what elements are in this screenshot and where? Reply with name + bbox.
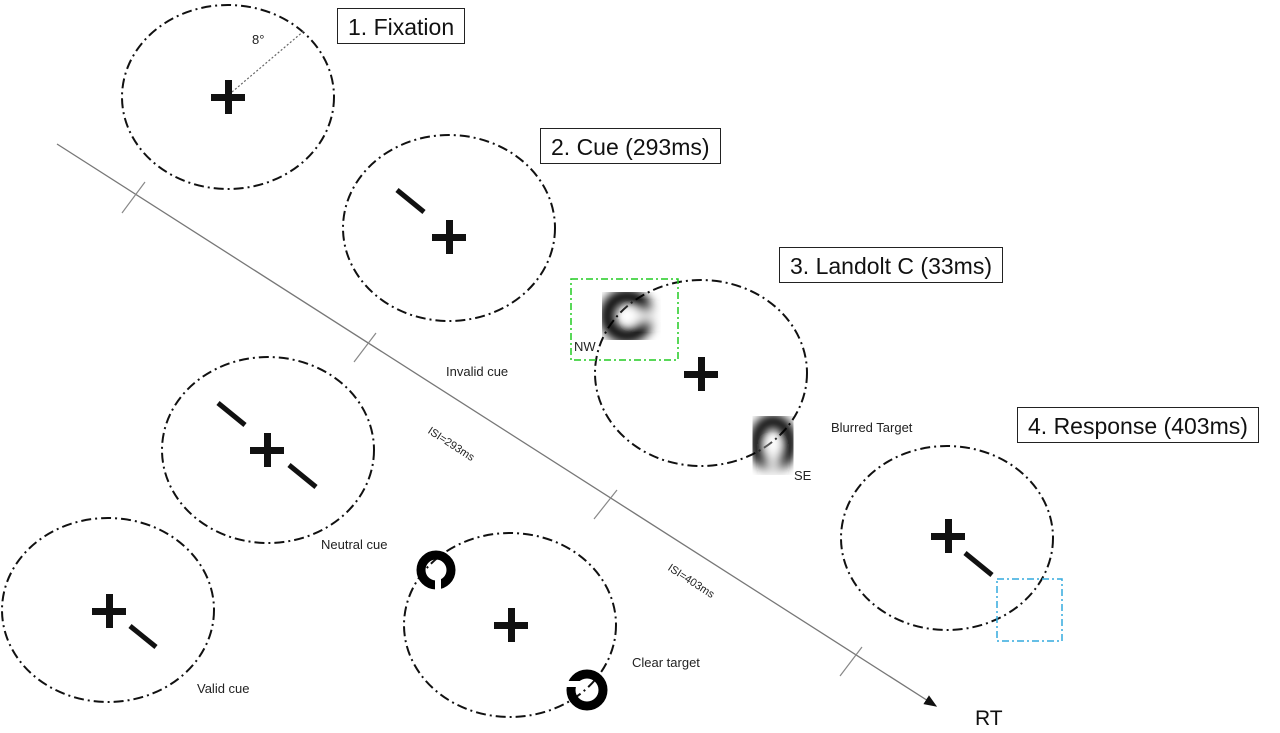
clear-landolt-c-nw-icon: [416, 550, 456, 593]
response-display: [840, 445, 1054, 631]
fixation-cross-icon: [250, 433, 284, 467]
blurred-landolt-c-se-icon: [749, 414, 797, 472]
fixation-cross-icon: [432, 220, 466, 254]
fixation-cross-icon: [931, 519, 965, 553]
invalid-cue-label: Invalid cue: [446, 364, 509, 379]
response-location-box-se: [996, 578, 1063, 642]
timeline-axis: [56, 143, 938, 707]
radius-line: [231, 29, 306, 93]
fixation-cross-icon: [211, 80, 245, 114]
fixation-display: [121, 4, 335, 190]
timeline-tick: [121, 181, 146, 214]
landolt-display: [594, 279, 808, 467]
stage-label-cue: 2. Cue (293ms): [540, 128, 721, 164]
valid-cue-bar-se: [128, 624, 158, 649]
clear-landolt-c-se-icon: [562, 669, 608, 711]
stage-label-landolt: 3. Landolt C (33ms): [779, 247, 1003, 283]
blurred-target-label: Blurred Target: [831, 420, 913, 435]
neutral-cue-label: Neutral cue: [321, 537, 388, 552]
clear-target-label: Clear target: [632, 655, 700, 670]
neutral-cue-display: [161, 356, 375, 544]
timeline-tick: [593, 489, 618, 520]
nw-label: NW: [574, 339, 596, 354]
timeline-tick: [353, 332, 377, 363]
neutral-cue-bar-se: [287, 463, 318, 489]
se-label: SE: [794, 468, 812, 483]
valid-cue-label: Valid cue: [197, 681, 250, 696]
response-cue-bar-se: [963, 551, 994, 577]
fixation-cross-icon: [684, 357, 718, 391]
blurred-landolt-c-nw-icon: [600, 289, 656, 343]
neutral-cue-bar-nw: [216, 401, 247, 427]
clear-target-display: [403, 532, 617, 718]
timeline-tick: [839, 646, 863, 677]
radius-label: 8°: [252, 32, 265, 47]
fixation-cross-icon: [92, 594, 126, 628]
stage-label-response: 4. Response (403ms): [1017, 407, 1259, 443]
valid-cue-display: [1, 517, 215, 703]
target-location-box-nw: [570, 278, 679, 361]
cue-display: [342, 134, 556, 322]
rt-axis-label: RT: [975, 707, 1003, 730]
fixation-cross-icon: [494, 608, 528, 642]
cue-bar-nw: [395, 188, 426, 214]
stage-label-fixation: 1. Fixation: [337, 8, 466, 44]
